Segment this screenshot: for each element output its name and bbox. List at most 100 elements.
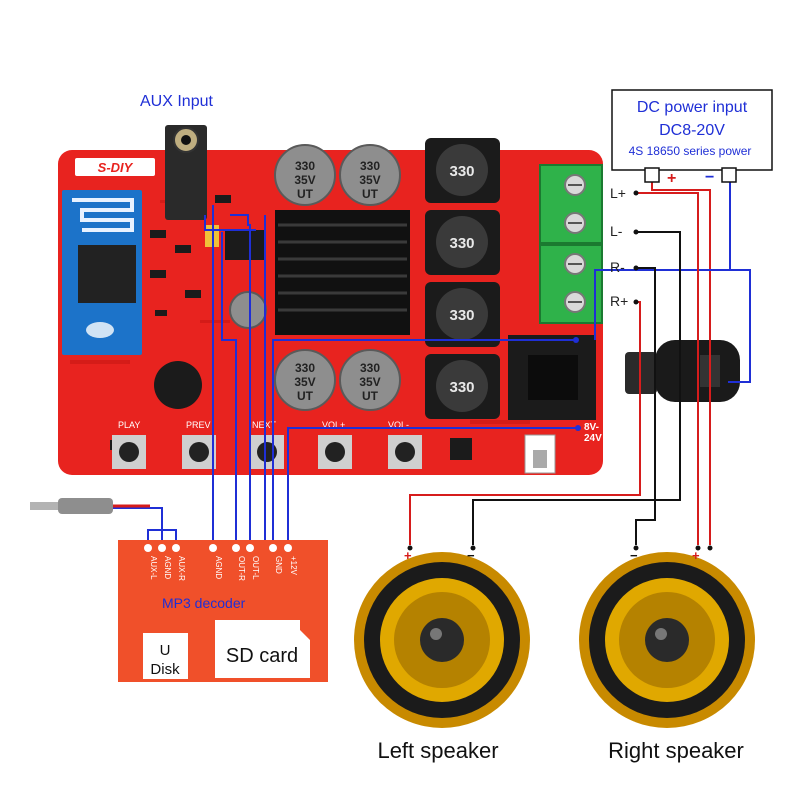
vol-up-button[interactable]	[318, 435, 352, 469]
wire-out-l	[221, 232, 237, 545]
inductor1-value: 330	[449, 163, 474, 180]
amplifier-board: S-DIY 330 35V UT	[58, 125, 603, 475]
inductor-1	[425, 138, 500, 203]
u-disk-label-2: Disk	[150, 661, 180, 678]
bluetooth-chip	[78, 245, 136, 303]
wire-l-minus	[472, 231, 681, 545]
right-speaker-label: Right speaker	[608, 738, 744, 763]
wire-12v	[287, 427, 578, 545]
prev-button[interactable]	[182, 435, 216, 469]
pin-out-l: OUT-L	[251, 556, 260, 580]
decoder-pin-labels: AUX-L AGND AUX-R AGND OUT-R OUT-L GND +1…	[149, 556, 298, 581]
wire-dc-plus	[651, 180, 711, 545]
capacitor-group	[154, 144, 401, 411]
capacitor-2	[339, 144, 401, 206]
speaker-terminal-block	[539, 164, 603, 324]
terminal-label-r-minus: R-	[610, 259, 625, 275]
vol-up-silk: VOL+	[322, 420, 345, 430]
mp3-decoder-title: MP3 decoder	[162, 595, 246, 611]
pin-12v: +12V	[289, 556, 298, 576]
aux-input-label: AUX Input	[140, 93, 213, 110]
vol-down-silk: VOL-	[388, 420, 409, 430]
capacitor-4	[339, 349, 401, 411]
right-speaker-plus: +	[692, 548, 700, 563]
wire-r-minus	[635, 267, 656, 545]
sd-card-label: SD card	[226, 645, 298, 667]
aux-cable-plug	[30, 498, 150, 514]
capacitor-3	[274, 349, 336, 411]
inductor4-value: 330	[449, 379, 474, 396]
cap1-value: 330	[295, 159, 315, 173]
u-disk-label-1: U	[160, 642, 171, 659]
dc-plus-sign: +	[667, 170, 676, 187]
capacitor-1	[274, 144, 336, 206]
board-ic-small	[450, 438, 472, 460]
pin-agnd-1: AGND	[163, 556, 172, 579]
dc-minus-sign: −	[705, 169, 714, 186]
inductor3-value: 330	[449, 307, 474, 324]
dc-power-battery: 4S 18650 series power	[629, 144, 752, 158]
inductor-group	[425, 138, 500, 419]
play-silk: PLAY	[118, 420, 140, 430]
inductor-2	[425, 210, 500, 275]
aux-jack	[165, 125, 207, 220]
cap2-value: 330	[360, 159, 380, 173]
pin-aux-l: AUX-L	[149, 556, 158, 580]
left-speaker-plus: +	[404, 548, 412, 563]
wire-r-plus	[409, 301, 641, 545]
heatsink	[275, 210, 410, 335]
cap4-value: 330	[360, 361, 380, 375]
pin-agnd-2: AGND	[214, 556, 223, 579]
terminal-label-l-plus: L+	[610, 185, 626, 201]
wires	[30, 180, 751, 545]
dc-minus-terminal	[721, 167, 737, 183]
right-speaker	[579, 552, 755, 728]
dc-power-range: DC8-20V	[659, 122, 725, 139]
cap1-brand: UT	[297, 187, 314, 201]
cap2-voltage: 35V	[359, 173, 380, 187]
board-logo: S-DIY	[98, 160, 134, 175]
left-speaker-minus: −	[467, 548, 475, 563]
terminal-label-r-plus: R+	[610, 293, 628, 309]
pin-aux-r: AUX-R	[177, 556, 186, 581]
wire-l-plus	[636, 192, 699, 545]
next-button[interactable]	[250, 435, 284, 469]
board-buttons	[112, 435, 422, 469]
prev-silk: PREV	[186, 420, 211, 430]
capacitor-small	[229, 291, 267, 329]
cap3-brand: UT	[297, 389, 314, 403]
dc-power-title: DC power input	[637, 99, 748, 116]
mp3-decoder-board: AUX-L AGND AUX-R AGND OUT-R OUT-L GND +1…	[118, 540, 328, 682]
dc-barrel-plug	[625, 340, 740, 402]
sd-card-slot	[215, 620, 310, 678]
wire-gnd	[272, 339, 576, 545]
wire-dc-minus	[594, 180, 731, 340]
cap4-brand: UT	[362, 389, 379, 403]
dc-plus-terminal	[644, 167, 660, 183]
inductor-3	[425, 282, 500, 347]
left-speaker	[354, 552, 530, 728]
wire-out-r	[230, 214, 251, 545]
dc-power-box: DC power input DC8-20V 4S 18650 series p…	[611, 89, 773, 187]
board-logo-box	[75, 158, 155, 176]
cap4-voltage: 35V	[359, 375, 380, 389]
cap2-brand: UT	[362, 187, 379, 201]
inductor2-value: 330	[449, 235, 474, 252]
vol-down-button[interactable]	[388, 435, 422, 469]
board-voltage-silk: 8V-24V	[584, 422, 602, 444]
pin-gnd: GND	[274, 556, 283, 574]
left-speaker-label: Left speaker	[377, 738, 498, 763]
decoder-pin-pads	[144, 544, 292, 552]
dc-power-box-frame	[611, 89, 773, 171]
terminal-label-l-minus: L-	[610, 223, 623, 239]
cap1-voltage: 35V	[294, 173, 315, 187]
capacitor-black	[154, 361, 202, 409]
right-speaker-minus: −	[630, 548, 638, 563]
cap3-voltage: 35V	[294, 375, 315, 389]
pin-out-r: OUT-R	[237, 556, 246, 581]
cap3-value: 330	[295, 361, 315, 375]
inductor-4	[425, 354, 500, 419]
play-button[interactable]	[112, 435, 146, 469]
u-disk-slot	[143, 633, 188, 679]
